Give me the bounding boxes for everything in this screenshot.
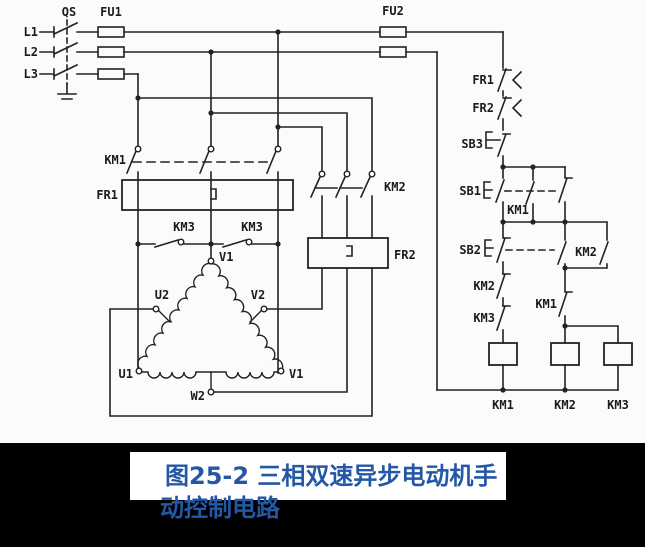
label-fr2-control: FR2 bbox=[472, 101, 494, 115]
coil-km2-box bbox=[550, 342, 580, 366]
label-km3-left: KM3 bbox=[173, 220, 195, 234]
label-fr1-control: FR1 bbox=[472, 73, 494, 87]
schematic-labels: L1 L2 L3 QS FU1 FU2 KM1 FR1 KM3 KM3 KM2 … bbox=[24, 4, 629, 412]
label-terminal-u1: U1 bbox=[119, 367, 133, 381]
label-coil-km2: KM2 bbox=[554, 398, 576, 412]
label-qs: QS bbox=[62, 5, 76, 19]
contact-terminals bbox=[134, 145, 376, 396]
circuit-diagram-area: L1 L2 L3 QS FU1 FU2 KM1 FR1 KM3 KM3 KM2 … bbox=[23, 4, 633, 417]
label-terminal-u2: U2 bbox=[155, 288, 169, 302]
label-coil-km1: KM1 bbox=[492, 398, 514, 412]
label-sb2: SB2 bbox=[459, 243, 481, 257]
label-coil-km3: KM3 bbox=[607, 398, 629, 412]
label-km1-main: KM1 bbox=[104, 153, 126, 167]
qs-switch bbox=[52, 19, 79, 100]
label-terminal-w1: V1 bbox=[289, 367, 303, 381]
label-terminal-v2: V2 bbox=[251, 288, 265, 302]
label-l1: L1 bbox=[24, 25, 38, 39]
label-km2-interlock: KM2 bbox=[473, 279, 495, 293]
label-sb3: SB3 bbox=[461, 137, 483, 151]
motor-delta-winding bbox=[137, 262, 284, 390]
fr2-overload-box bbox=[307, 237, 389, 269]
km3-main-contacts bbox=[137, 239, 279, 248]
coil-km3-box bbox=[603, 342, 633, 366]
label-fr2-main: FR2 bbox=[394, 248, 416, 262]
label-km3-right: KM3 bbox=[241, 220, 263, 234]
label-sb1: SB1 bbox=[459, 184, 481, 198]
caption-footer: 图25-2 三相双速异步电动机手 动控制电路 bbox=[0, 443, 645, 547]
label-fr1-main: FR1 bbox=[96, 188, 118, 202]
phase-drop-wires bbox=[137, 31, 504, 391]
caption-highlight-box bbox=[130, 452, 506, 500]
label-km3-interlock: KM3 bbox=[473, 311, 495, 325]
label-km2-main: KM2 bbox=[384, 180, 406, 194]
fuse-fu2 bbox=[379, 26, 407, 58]
label-l3: L3 bbox=[24, 67, 38, 81]
control-right-rail bbox=[556, 166, 619, 391]
speed-tap-wires bbox=[109, 267, 373, 417]
label-km1-interlock: KM1 bbox=[535, 297, 557, 311]
figure-caption-line2: 动控制电路 bbox=[160, 494, 280, 522]
label-km1-aux: KM1 bbox=[507, 203, 529, 217]
label-fu2: FU2 bbox=[382, 4, 404, 18]
figure-caption-line1: 图25-2 三相双速异步电动机手 bbox=[165, 462, 498, 490]
label-terminal-w2: W2 bbox=[191, 389, 205, 403]
supply-wires bbox=[39, 26, 504, 80]
coil-km1-box bbox=[488, 342, 518, 366]
junction-dots bbox=[135, 29, 568, 393]
circuit-diagram: L1 L2 L3 QS FU1 FU2 KM1 FR1 KM3 KM3 KM2 … bbox=[24, 4, 633, 417]
label-fu1: FU1 bbox=[100, 5, 122, 19]
label-km2-aux: KM2 bbox=[575, 245, 597, 259]
km2-main-contacts bbox=[309, 175, 373, 239]
contactor-coils bbox=[488, 342, 633, 366]
label-l2: L2 bbox=[24, 45, 38, 59]
fuse-fu1 bbox=[97, 26, 125, 80]
label-terminal-v1-top: V1 bbox=[219, 250, 233, 264]
km1-main-contacts bbox=[125, 149, 279, 181]
control-left-rail bbox=[483, 67, 566, 391]
